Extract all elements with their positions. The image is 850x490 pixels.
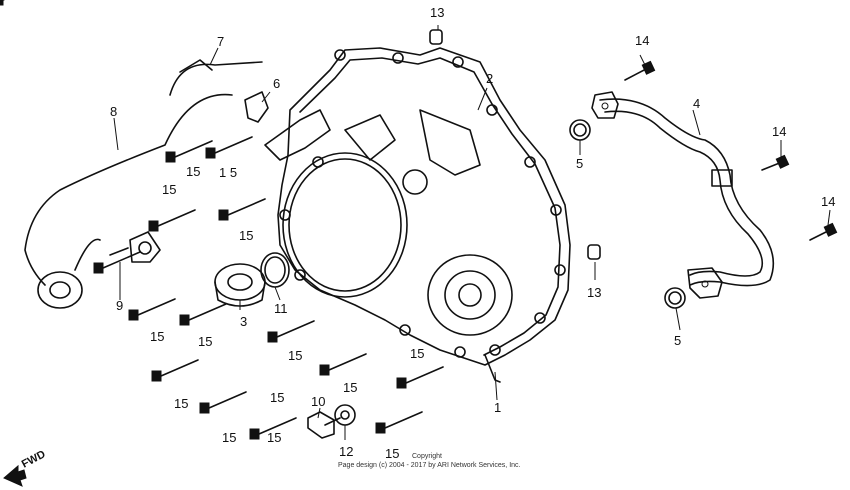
callout-15h: 15	[410, 346, 424, 361]
callout-4: 4	[693, 96, 700, 111]
bolts-15	[0, 0, 444, 440]
callout-3: 3	[240, 314, 247, 329]
copyright-line1: Copyright	[412, 453, 442, 460]
callout-15m: 15	[267, 430, 281, 445]
callout-15i: 15	[343, 380, 357, 395]
callout-15d: 15	[239, 228, 253, 243]
oil-pipe	[591, 91, 775, 299]
callout-14a: 14	[635, 33, 649, 48]
callout-15b: 1 5	[219, 165, 237, 180]
leader-lines	[113, 25, 831, 440]
callout-15l: 15	[222, 430, 236, 445]
bolts-14	[624, 60, 838, 241]
callout-15f: 15	[198, 334, 212, 349]
copyright-line2: Page design (c) 2004 - 2017 by ARI Netwo…	[338, 462, 521, 469]
callout-labels: 1 2 3 4 5 5 6 7 8 9 10 11 12 13 13 14 14…	[110, 5, 835, 461]
callout-1: 1	[494, 400, 501, 415]
callout-2: 2	[486, 71, 493, 86]
callout-15g: 15	[288, 348, 302, 363]
callout-10: 10	[311, 394, 325, 409]
callout-15k: 15	[270, 390, 284, 405]
fwd-label: FWD	[20, 448, 48, 470]
callout-15e: 15	[150, 329, 164, 344]
callout-9: 9	[116, 298, 123, 313]
callout-13b: 13	[587, 285, 601, 300]
callout-6: 6	[273, 76, 280, 91]
drain-bolt-10	[307, 411, 341, 439]
fwd-arrow: FWD	[3, 448, 48, 487]
callout-12: 12	[339, 444, 353, 459]
callout-7: 7	[217, 34, 224, 49]
callout-8: 8	[110, 104, 117, 119]
crankcase-cover	[264, 47, 571, 383]
callout-15a: 15	[186, 164, 200, 179]
callout-13a: 13	[430, 5, 444, 20]
callout-11: 11	[274, 301, 288, 316]
callout-5a: 5	[576, 156, 583, 171]
wiring-harness	[24, 59, 269, 309]
callout-14c: 14	[821, 194, 835, 209]
callout-15n: 15	[385, 446, 399, 461]
filler-cap	[214, 263, 266, 307]
callout-14b: 14	[772, 124, 786, 139]
dowel-pins	[429, 29, 601, 260]
callout-5b: 5	[674, 333, 681, 348]
callout-15c: 15	[162, 182, 176, 197]
o-rings	[260, 119, 686, 426]
callout-15j: 15	[174, 396, 188, 411]
copyright-notice: Copyright Page design (c) 2004 - 2017 by…	[338, 453, 521, 469]
